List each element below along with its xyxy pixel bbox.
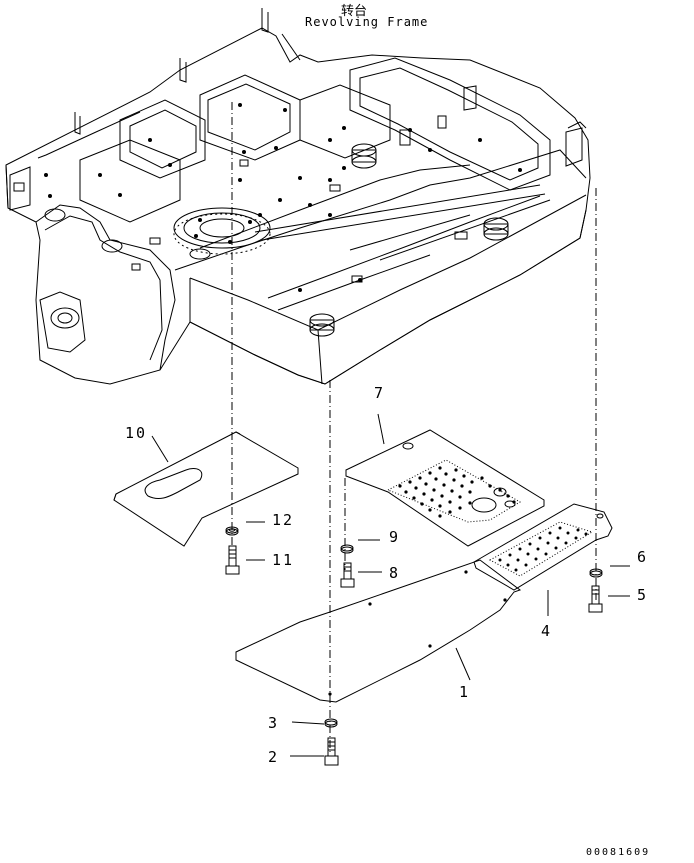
bolt-part-11 — [226, 546, 239, 574]
diagram-title-chinese: 转台 — [341, 4, 368, 19]
revolving-frame — [6, 8, 590, 384]
washer-part-12 — [226, 527, 238, 535]
callout-9: 9 — [389, 528, 401, 546]
assembly-centerlines — [232, 102, 596, 752]
callout-3: 3 — [268, 714, 280, 732]
perforation-pattern — [398, 466, 516, 518]
callout-5: 5 — [637, 586, 649, 604]
washer-part-3 — [325, 719, 337, 727]
callout-1: 1 — [459, 683, 471, 701]
callout-2: 2 — [268, 748, 280, 766]
callout-7: 7 — [374, 384, 386, 402]
washer-part-9 — [341, 545, 353, 553]
drawing-number: 00081609 — [586, 847, 651, 858]
callout-6: 6 — [637, 548, 649, 566]
washer-part-6 — [590, 569, 602, 577]
callout-11: 11 — [272, 551, 295, 569]
callout-10: 10 — [125, 424, 148, 442]
bolt-part-2 — [325, 738, 338, 765]
cover-part-10 — [114, 432, 298, 546]
bolt-part-8 — [341, 563, 354, 587]
callout-4: 4 — [541, 622, 553, 640]
callout-12: 12 — [272, 511, 295, 529]
cover-part-4 — [474, 504, 612, 590]
diagram-title-english: Revolving Frame — [305, 15, 429, 29]
bolt-part-5 — [589, 586, 602, 612]
cover-part-1 — [236, 560, 520, 702]
perforation-pattern-small — [498, 526, 588, 572]
cover-part-7 — [346, 430, 544, 546]
callout-8: 8 — [389, 564, 401, 582]
leader-lines — [152, 34, 630, 756]
